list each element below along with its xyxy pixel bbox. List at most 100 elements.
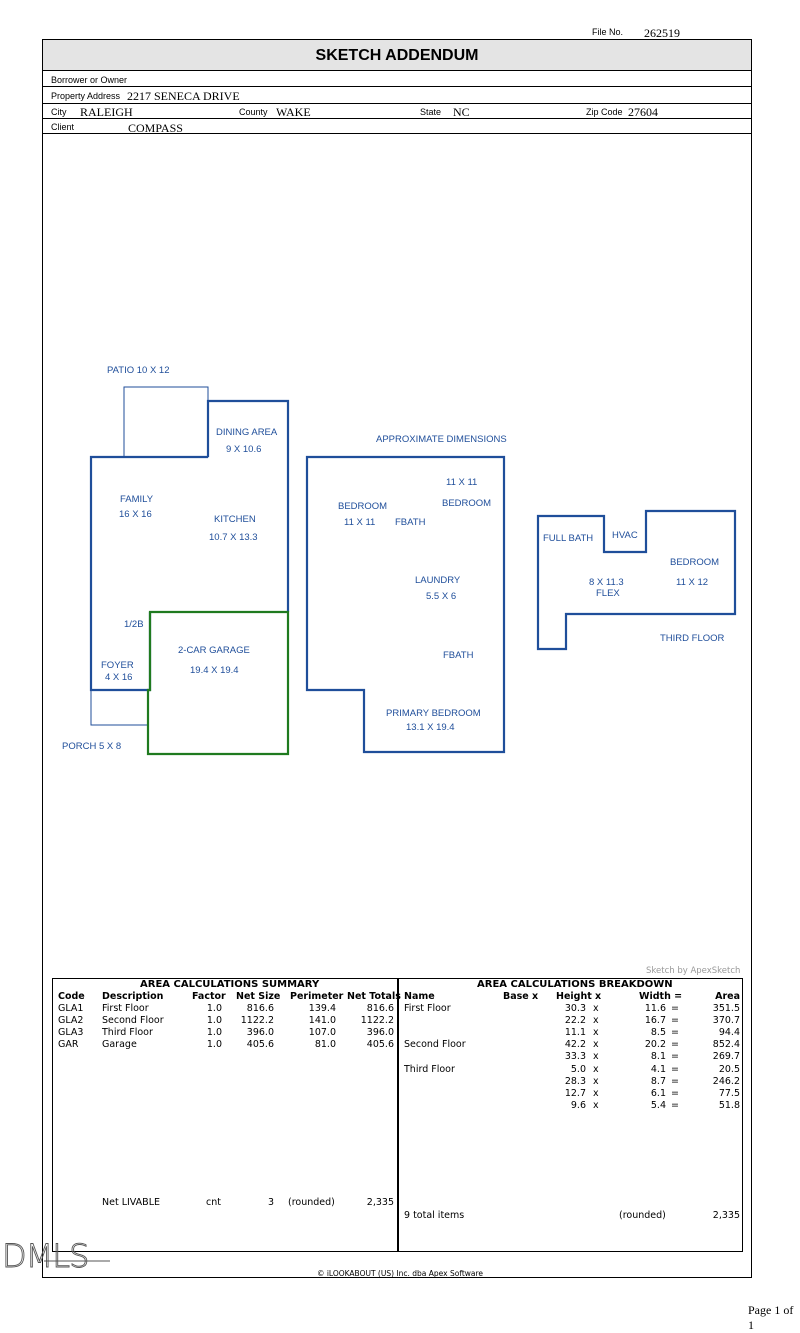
full-bath-label: FULL BATH (543, 533, 593, 544)
third-floor-label: THIRD FLOOR (660, 633, 725, 644)
breakdown-cell: 5.4 (650, 1100, 666, 1111)
garage-label: 2-CAR GARAGE (178, 645, 250, 656)
primary-bedroom-dim: 13.1 X 19.4 (406, 722, 455, 733)
summary-col-description: Description (102, 991, 164, 1002)
breakdown-cell: 28.3 (564, 1076, 586, 1087)
state-value: NC (453, 105, 470, 119)
zip-label: Zip Code (586, 107, 623, 117)
total-rounded: (rounded) (619, 1210, 666, 1221)
breakdown-cell: 269.7 (712, 1051, 740, 1062)
page-title: SKETCH ADDENDUM (315, 47, 479, 64)
summary-cell: 1.0 (206, 1039, 222, 1050)
breakdown-caption: AREA CALCULATIONS BREAKDOWN (477, 979, 673, 990)
client-value: COMPASS (128, 121, 183, 135)
summary-col-perimeter: Perimeter (290, 991, 344, 1002)
hvac-label: HVAC (612, 530, 638, 541)
county-value: WAKE (276, 105, 311, 119)
breakdown-cell: First Floor (404, 1003, 451, 1014)
breakdown-cell: 12.7 (564, 1088, 586, 1099)
breakdown-cell: x (593, 1003, 599, 1014)
summary-cell: 107.0 (308, 1027, 336, 1038)
watermark-logo: DMLS (2, 1237, 110, 1275)
breakdown-cell: 20.5 (718, 1064, 740, 1075)
breakdown-cell: 42.2 (564, 1039, 586, 1050)
state-label: State (420, 107, 442, 117)
breakdown-cell: x (593, 1064, 599, 1075)
breakdown-cell: = (671, 1027, 679, 1038)
summary-cell: First Floor (102, 1003, 149, 1014)
family-label: FAMILY (120, 494, 154, 505)
breakdown-col-width: Width = (639, 991, 683, 1002)
breakdown-cell: 33.3 (564, 1051, 586, 1062)
breakdown-cell: 11.1 (564, 1027, 586, 1038)
breakdown-cell: 8.7 (650, 1076, 666, 1087)
summary-cell: 1.0 (206, 1015, 222, 1026)
kitchen-label: KITCHEN (214, 514, 256, 525)
breakdown-cell: x (593, 1051, 599, 1062)
breakdown-cell: = (671, 1039, 679, 1050)
breakdown-cell: Third Floor (404, 1064, 455, 1075)
city-value: RALEIGH (80, 105, 133, 119)
watermark-text: DMLS (2, 1237, 88, 1275)
porch-label: PORCH 5 X 8 (62, 741, 121, 752)
summary-cell: Second Floor (102, 1015, 164, 1026)
divider (43, 133, 751, 134)
laundry-label: LAUNDRY (415, 575, 461, 586)
city-label: City (51, 107, 67, 117)
breakdown-cell: = (671, 1003, 679, 1014)
patio-outline (123, 386, 209, 458)
borrower-label: Borrower or Owner (51, 75, 128, 85)
breakdown-cell: 20.2 (644, 1039, 666, 1050)
breakdown-cell: x (593, 1100, 599, 1111)
net-livable-rounded: (rounded) (288, 1197, 335, 1208)
dining-dim: 9 X 10.6 (226, 444, 261, 455)
breakdown-cell: x (593, 1015, 599, 1026)
summary-cell: 1122.2 (360, 1015, 394, 1026)
summary-cell: GLA3 (58, 1027, 84, 1038)
patio-label: PATIO 10 X 12 (107, 365, 169, 376)
breakdown-cell: x (593, 1088, 599, 1099)
summary-cell: 1122.2 (240, 1015, 274, 1026)
breakdown-cell: 16.7 (644, 1015, 666, 1026)
summary-col-code: Code (58, 991, 85, 1002)
bedroom-label: BEDROOM (338, 501, 387, 512)
breakdown-cell: x (593, 1027, 599, 1038)
breakdown-cell: 22.2 (564, 1015, 586, 1026)
summary-cell: 396.0 (246, 1027, 274, 1038)
summary-cell: 396.0 (366, 1027, 394, 1038)
breakdown-cell: Second Floor (404, 1039, 466, 1050)
foyer-dim: 4 X 16 (105, 672, 132, 683)
summary-cell: 81.0 (314, 1039, 336, 1050)
client-label: Client (51, 122, 75, 132)
breakdown-cell: 51.8 (718, 1100, 740, 1111)
breakdown-cell: 6.1 (650, 1088, 666, 1099)
summary-cell: Garage (102, 1039, 137, 1050)
divider (43, 118, 751, 119)
net-livable-total: 2,335 (366, 1197, 394, 1208)
porch-outline (90, 689, 149, 726)
breakdown-col-base: Base x (503, 991, 539, 1002)
third-floor-outline (536, 509, 737, 651)
summary-cell: 405.6 (246, 1039, 274, 1050)
address-label: Property Address (51, 91, 121, 101)
floor-plan-sketch: PATIO 10 X 12 DINING AREA 9 X 10.6 FAMIL… (62, 365, 737, 756)
flex-label: FLEX (596, 588, 620, 599)
garage-outline (146, 610, 290, 756)
table-divider (397, 978, 399, 1252)
second-floor-outline (305, 455, 506, 754)
breakdown-cell: 246.2 (712, 1076, 740, 1087)
summary-cell: 139.4 (308, 1003, 336, 1014)
summary-cell: GLA2 (58, 1015, 84, 1026)
summary-cell: 1.0 (206, 1027, 222, 1038)
primary-bedroom-label: PRIMARY BEDROOM (386, 708, 481, 719)
breakdown-col-height: Height x (556, 991, 602, 1002)
breakdown-cell: 8.5 (650, 1027, 666, 1038)
breakdown-cell: = (671, 1100, 679, 1111)
breakdown-cell: x (593, 1076, 599, 1087)
breakdown-cell: 9.6 (570, 1100, 586, 1111)
fbath-label: FBATH (443, 650, 474, 661)
garage-dim: 19.4 X 19.4 (190, 665, 239, 676)
summary-cell: GAR (58, 1039, 79, 1050)
county-label: County (239, 107, 268, 117)
breakdown-cell: = (671, 1088, 679, 1099)
